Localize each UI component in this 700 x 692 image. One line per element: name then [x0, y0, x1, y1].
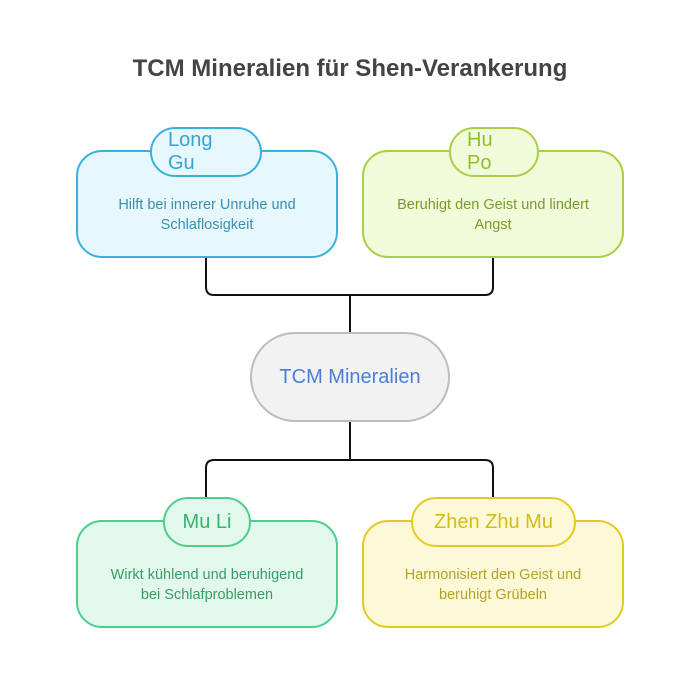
- diagram-title: TCM Mineralien für Shen-Verankerung: [132, 55, 568, 82]
- node-long-gu-label: Long Gu: [150, 127, 262, 177]
- node-zhen-zhu-mu-label: Zhen Zhu Mu: [411, 497, 576, 547]
- node-hu-po-label: Hu Po: [449, 127, 539, 177]
- node-description: Beruhigt den Geist und lindert Angst: [397, 197, 589, 233]
- node-mu-li-label: Mu Li: [163, 497, 251, 547]
- node-description: Harmonisiert den Geist und beruhigt Grüb…: [404, 567, 582, 603]
- node-description: Hilft bei innerer Unruhe und Schlaflosig…: [118, 197, 296, 233]
- connector-bottom: [205, 421, 494, 498]
- center-node: TCM Mineralien: [250, 332, 450, 422]
- node-description: Wirkt kühlend und beruhigend bei Schlafp…: [110, 567, 304, 603]
- connector-top: [205, 256, 494, 333]
